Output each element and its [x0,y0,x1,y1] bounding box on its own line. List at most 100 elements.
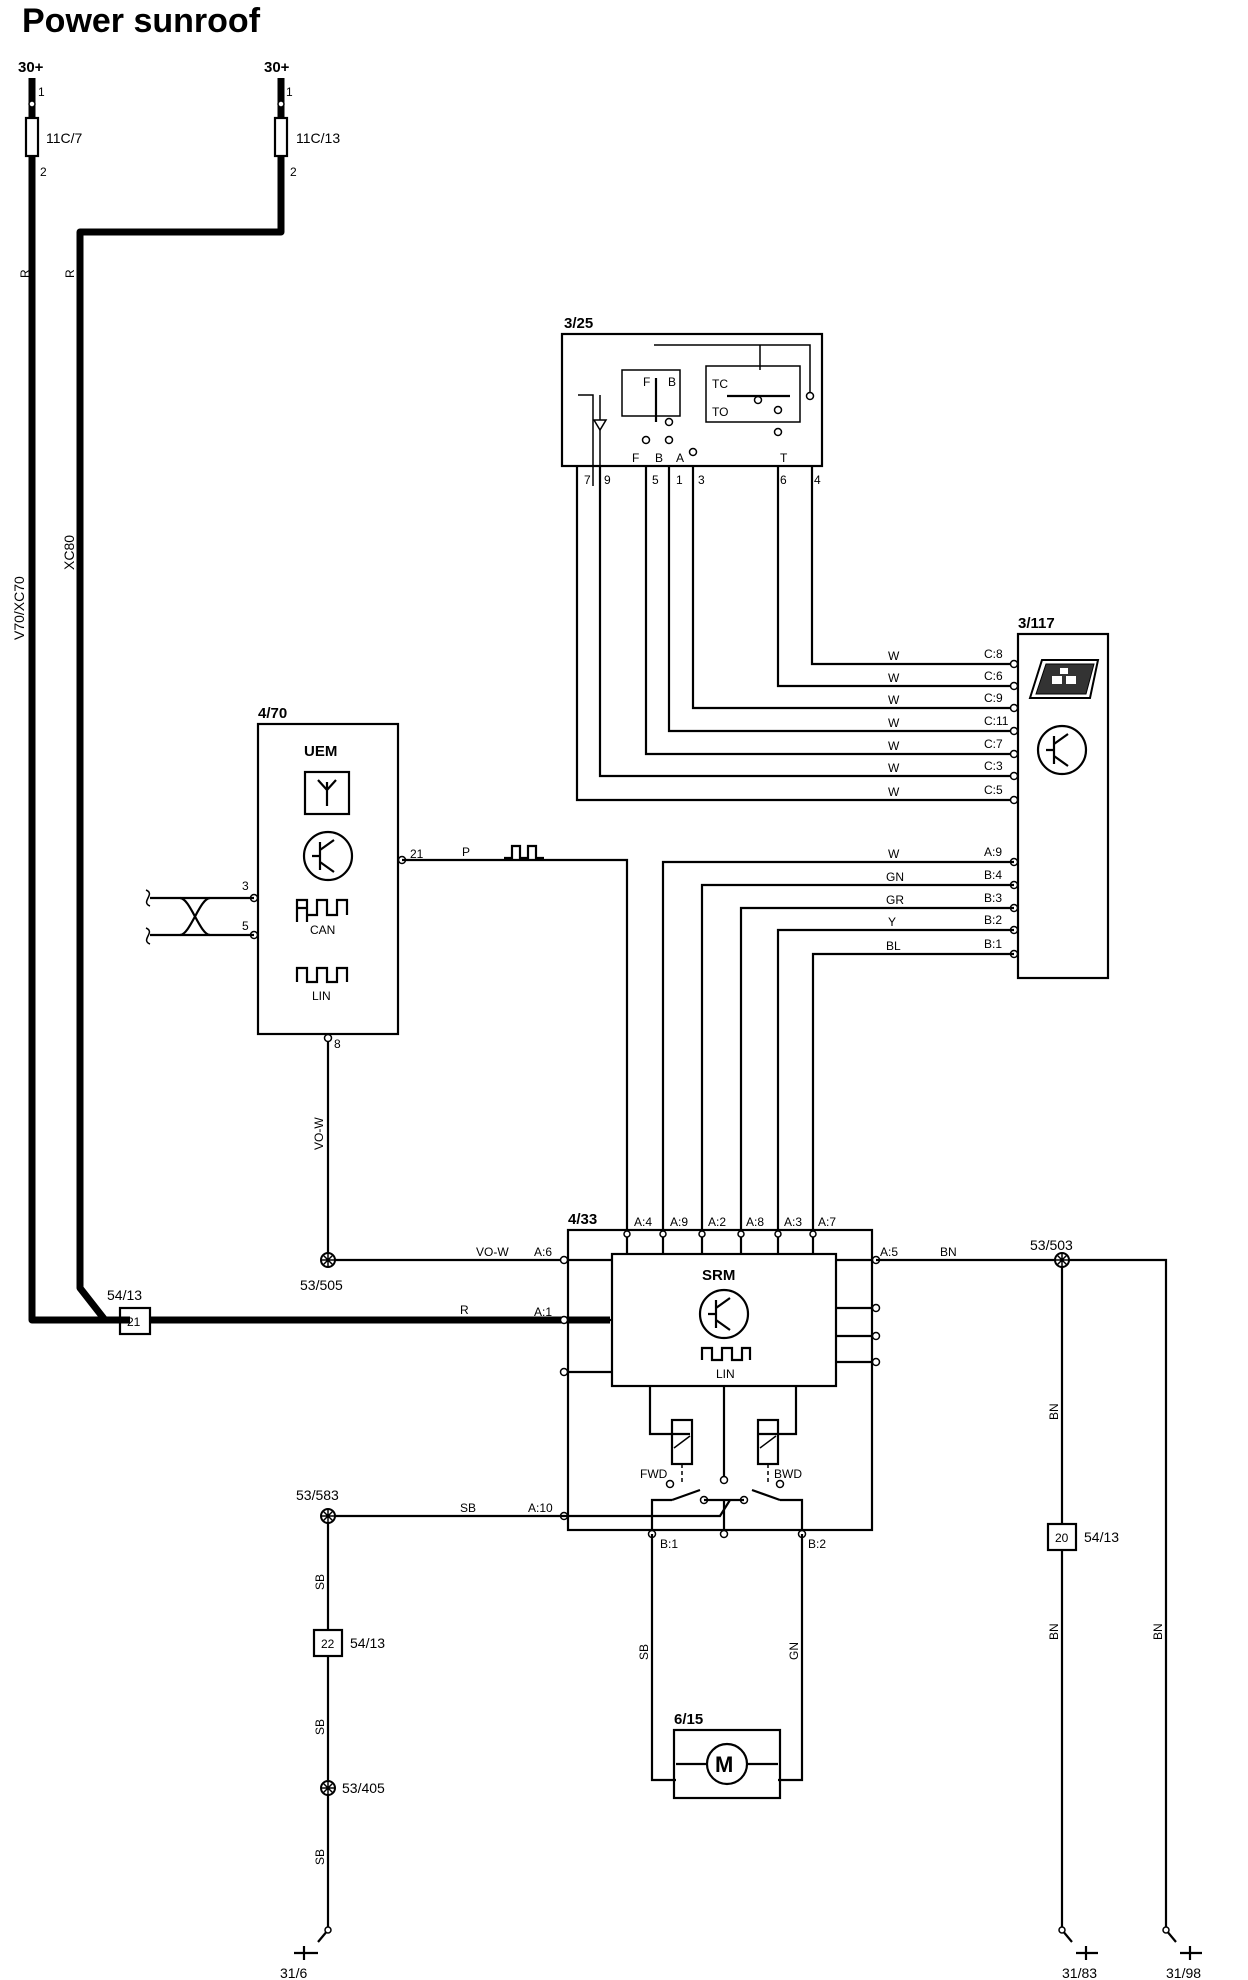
switch-pin-9: 9 [604,473,611,487]
uem-module: 4/70 UEM CAN LIN [256,705,400,1036]
srm-pin-a10: A:10 [528,1501,553,1515]
panel-srm-wires: W A:9 GN B:4 GR B:3 Y B:2 BL B:1 [661,845,1014,1234]
switch-pin-5: 5 [652,473,659,487]
uem-pin-21: 21 [410,847,424,861]
uem-name: UEM [304,743,337,760]
sunroof-switch: 3/25 F B TC TO F B A T 7 9 5 1 3 6 4 [560,315,824,487]
roof-panel-housing [1016,632,1110,980]
connector-20: 20 54/13 [1046,1522,1119,1552]
panel-pins [1009,659,1019,959]
connector-22-id: 54/13 [350,1635,385,1651]
ps-wire-2-color: GN [886,870,904,884]
can-wave-icon [295,898,349,922]
ps-wire-3-conn: B:3 [984,891,1002,905]
srm-housing [566,1228,874,1532]
motor-housing [672,1728,782,1800]
fuse-left-pin-in: 1 [38,85,45,99]
srm-lin-wave-icon [700,1346,752,1362]
uem-pin-5: 5 [242,919,249,933]
connector-20-num: 20 [1055,1531,1069,1545]
splice-405: 53/405 [320,1780,385,1796]
wire-left-color: R [18,269,32,278]
ground-31-6: 31/6 [280,1926,332,1980]
fuse-right-pin-in: 1 [286,85,293,99]
sb-label-2: SB [313,1719,327,1735]
fuse-left-label: 11C/7 [46,130,83,146]
switch-pin-3: 3 [698,473,705,487]
switch-led-icon [592,419,608,432]
roof-panel-transistor-icon [1036,724,1088,776]
switch-contact-to: TO [712,405,728,419]
feed-wire-left [28,78,130,1324]
srm-pin-a1: A:1 [534,1305,552,1319]
switch-housing [560,332,824,468]
srm-pin-a9: A:9 [670,1215,688,1229]
motor-gn-label: GN [787,1642,801,1660]
sp-wire-5-conn: C:7 [984,737,1003,751]
srm-pin-a4: A:4 [634,1215,652,1229]
fuse-left-pin-out: 2 [40,165,47,179]
sb-label-1: SB [313,1574,327,1590]
a10-internal [564,1499,731,1518]
sp-wire-1-color: W [888,649,900,663]
switch-contact-b1: B [668,375,676,389]
roof-panel-id: 3/117 [1018,615,1055,632]
wire-right-color: R [63,269,77,278]
switch-fb-block [621,369,681,417]
uem-lin-label: LIN [312,989,331,1003]
switch-pin-4: 4 [814,473,821,487]
ground-31-98-label: 31/98 [1166,1965,1201,1980]
fuse-right-pin-out: 2 [290,165,297,179]
vo-w-label-vertical: VO-W [312,1117,326,1150]
connector-20-id: 54/13 [1084,1529,1119,1545]
sp-wire-6-conn: C:3 [984,759,1003,773]
srm-pin-a2: A:2 [708,1215,726,1229]
sp-wire-1-conn: C:8 [984,647,1003,661]
srm-lin-label: LIN [716,1367,735,1381]
p-wire-label: P [462,845,470,859]
ps-wire-4-color: Y [888,915,896,929]
fuse-right-label: 11C/13 [296,130,340,146]
relay-bwd-label: BWD [774,1467,802,1481]
bn-label-1: BN [1047,1403,1061,1420]
ps-wire-1-conn: A:9 [984,845,1002,859]
ground-31-6-label: 31/6 [280,1965,307,1980]
srm-pin-a8: A:8 [746,1215,764,1229]
srm-id: 4/33 [568,1211,597,1228]
bn-wire-label: BN [940,1245,957,1259]
uem-transistor-icon [302,830,354,882]
switch-pin-6: 6 [780,473,787,487]
motor-symbol: M [715,1752,733,1777]
sb-label-3: SB [313,1849,327,1865]
switch-pin-7: 7 [584,473,591,487]
srm-name: SRM [702,1267,735,1284]
uem-can-label: CAN [310,923,335,937]
r-wire-label: R [460,1303,469,1317]
supply-right: 30+ 1 11C/13 2 R XC80 [61,59,340,570]
twisted-pair-icon [145,889,254,945]
connector-21-num: 21 [127,1315,141,1329]
supply-right-label: 30+ [264,59,290,76]
ps-wire-1-color: W [888,847,900,861]
switch-tc-to-block [705,365,801,423]
ps-wire-5-conn: B:1 [984,937,1002,951]
ps-wire-3-color: GR [886,893,904,907]
motor-id: 6/15 [674,1711,703,1728]
uem-id: 4/70 [258,705,287,722]
connector-21: 21 54/13 [107,1287,152,1336]
splice-583-label: 53/583 [296,1487,339,1503]
sp-wire-7-color: W [888,785,900,799]
lin-wave-icon [295,966,349,984]
ground-31-83-label: 31/83 [1062,1965,1097,1980]
vo-w-wire [326,1042,564,1262]
sp-wire-2-conn: C:6 [984,669,1003,683]
bn-label-3: BN [1151,1623,1165,1640]
switch-contact-a: A [676,451,684,465]
relay-fwd-label: FWD [640,1467,668,1481]
srm-pin-a3: A:3 [784,1215,802,1229]
srm-pin-b1: B:1 [660,1537,678,1551]
switch-pin-1: 1 [676,473,683,487]
switch-id: 3/25 [564,315,593,332]
roof-console-icon [1028,659,1100,699]
